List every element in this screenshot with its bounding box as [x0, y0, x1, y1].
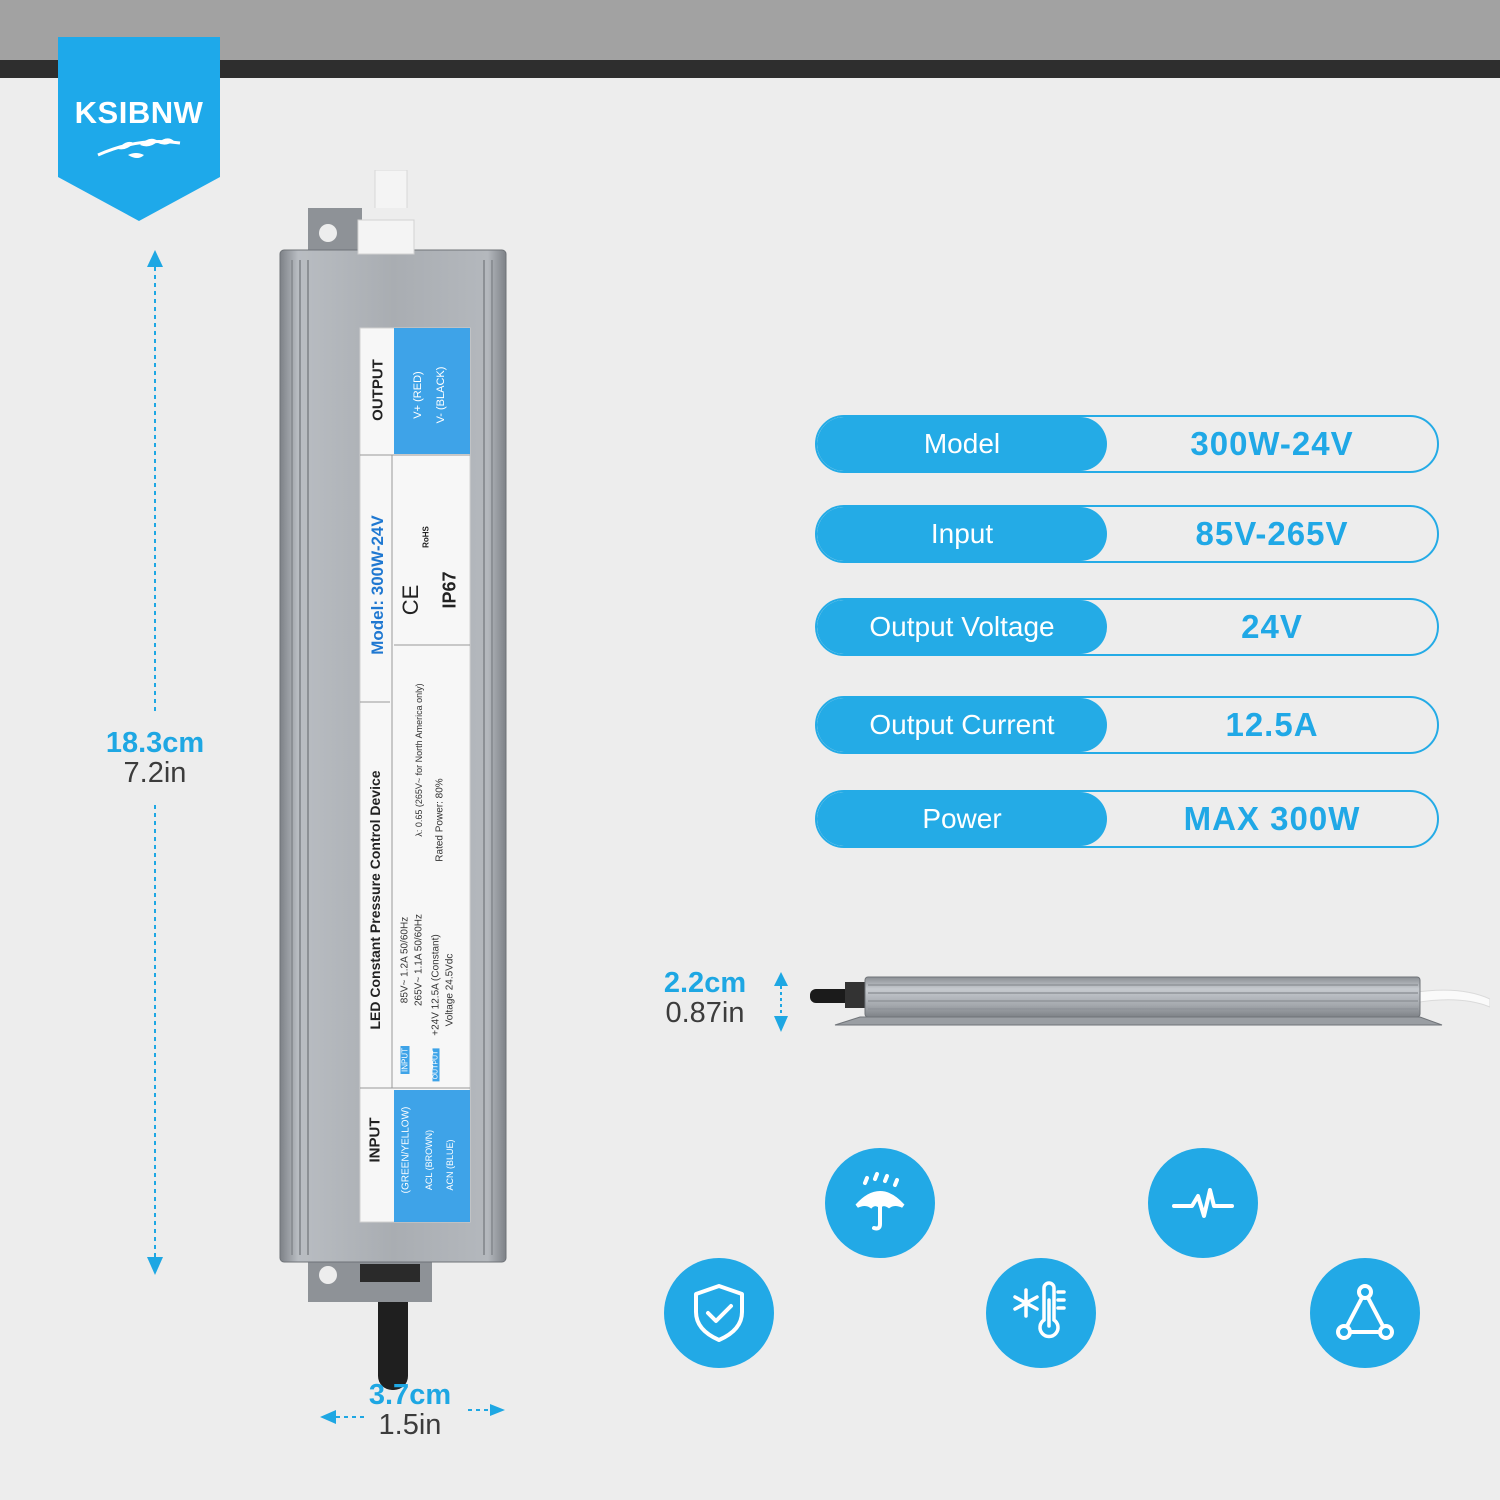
spec-label: Input [817, 507, 1107, 561]
label-output-title: OUTPUT [369, 359, 387, 421]
spec-row-model: Model 300W-24V [815, 415, 1439, 473]
label-input-line-3: ACN (BLUE) [445, 1139, 455, 1191]
label-input-line-2: ACL (BROWN) [424, 1129, 434, 1191]
height-dimension-line [147, 250, 163, 1275]
ce-mark-icon: CE [398, 584, 423, 616]
label-input-tag: INPUT [400, 1046, 410, 1074]
power-supply-front: OUTPUT V+ (RED) V- (BLACK) Model: 300W-2… [278, 170, 508, 1390]
spec-row-input: Input 85V-265V [815, 505, 1439, 563]
depth-dimension-line [774, 972, 788, 1032]
spec-value: 85V-265V [1195, 515, 1349, 552]
spec-row-power: Power MAX 300W [815, 790, 1439, 848]
brand-name: KSIBNW [74, 95, 204, 130]
label-spec-line-4: Voltage 24.5Vdc [444, 953, 456, 1027]
spec-value: MAX 300W [1183, 800, 1361, 837]
spec-value: 12.5A [1225, 706, 1319, 743]
label-output-vminus: V- (BLACK) [435, 366, 447, 424]
depth-cm: 2.2cm [663, 967, 747, 999]
spec-label: Output Current [817, 698, 1107, 752]
spec-label: Power [817, 792, 1107, 846]
label-input-line-1: (GREEN/YELLOW) [400, 1106, 412, 1194]
height-cm: 18.3cm [105, 727, 205, 759]
thermometer-snowflake-icon [986, 1258, 1096, 1368]
spec-label: Output Voltage [817, 600, 1107, 654]
width-dimension-line [320, 1404, 505, 1424]
label-device-title: LED Constant Pressure Control Device [367, 770, 383, 1030]
label-spec-line-1: 85V~ 1.2A 50/60Hz [399, 916, 411, 1004]
label-spec-line-3: +24V 12.5A (Constant) [430, 934, 442, 1036]
width-dimension-label: 3.7cm 1.5in [340, 1380, 480, 1441]
depth-dimension-label: 2.2cm 0.87in [640, 968, 770, 1029]
label-model: Model: 300W-24V [368, 515, 387, 655]
shield-check-icon [664, 1258, 774, 1368]
label-output-vplus: V+ (RED) [412, 371, 424, 419]
triangle-nodes-icon [1310, 1258, 1420, 1368]
depth-in: 0.87in [665, 997, 745, 1030]
height-in: 7.2in [123, 757, 187, 790]
spec-value: 24V [1241, 608, 1303, 645]
label-spec-line-6: Rated Power: 80% [434, 778, 446, 862]
top-bar [0, 0, 1500, 60]
label-spec-line-2: 265V~ 1.1A 50/60Hz [413, 913, 425, 1007]
width-in: 1.5in [378, 1409, 442, 1442]
spec-label: Model [817, 417, 1107, 471]
height-dimension-label: 18.3cm 7.2in [80, 728, 230, 789]
spec-row-output-voltage: Output Voltage 24V [815, 598, 1439, 656]
power-supply-body [279, 170, 507, 1390]
heartbeat-icon [1148, 1148, 1258, 1258]
label-rohs: RoHS [421, 526, 431, 548]
top-rail [0, 60, 1500, 78]
brand-banner-shape [58, 37, 220, 221]
brand-badge: KSIBNW [58, 37, 220, 221]
spec-value: 300W-24V [1190, 425, 1354, 462]
width-cm: 3.7cm [368, 1379, 452, 1411]
label-spec-line-5: λ: 0.65 (265V~ for North America only) [414, 683, 424, 837]
label-input-title: INPUT [366, 1117, 384, 1163]
umbrella-rain-icon [825, 1148, 935, 1258]
label-ip-rating: IP67 [439, 571, 460, 609]
label-output-tag: OUTPUT [432, 1048, 440, 1082]
power-supply-side [810, 976, 1490, 1026]
spec-row-output-current: Output Current 12.5A [815, 696, 1439, 754]
